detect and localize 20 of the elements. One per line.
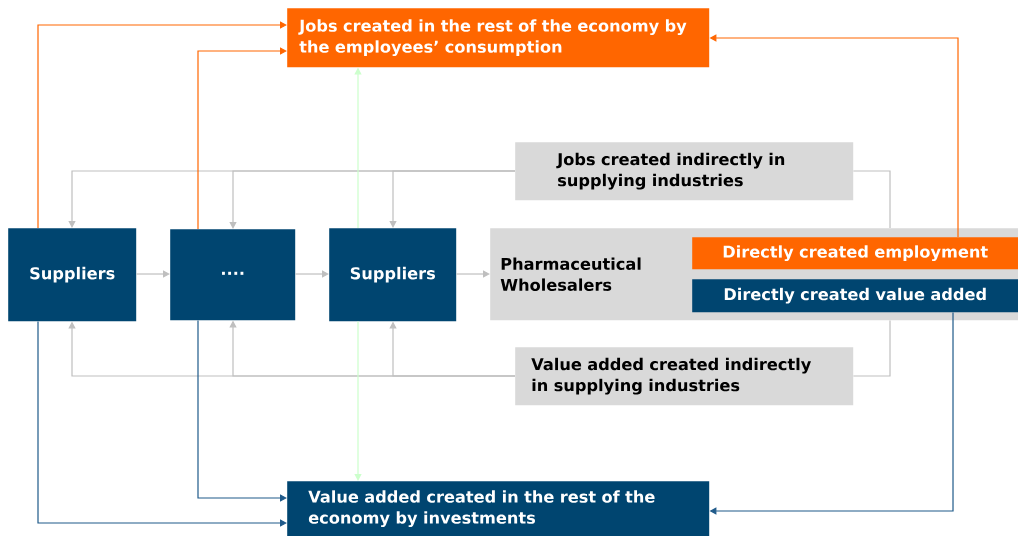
arrow xyxy=(197,47,287,230)
result-box: Value added created in the rest of the economy by investments xyxy=(287,481,710,536)
connector-line xyxy=(852,319,891,377)
info-box: Jobs created indirectly in supplying industries xyxy=(515,142,854,201)
arrow xyxy=(135,270,170,278)
connector-line xyxy=(852,170,891,229)
process-box: Suppliers xyxy=(8,228,137,322)
arrow xyxy=(37,320,287,527)
info-box: Value added created indirectly in supplying industries xyxy=(515,347,854,406)
arrow xyxy=(37,21,287,229)
effect-box: Directly created value added xyxy=(692,279,1018,313)
effect-box: Directly created employment xyxy=(692,237,1018,270)
arrow xyxy=(455,270,490,278)
result-box: Jobs created in the rest of the economy by the employees’ consumption xyxy=(287,8,710,68)
process-box: Suppliers xyxy=(329,228,457,322)
arrow xyxy=(197,319,287,502)
process-box: .... xyxy=(170,229,296,321)
arrow xyxy=(294,270,329,278)
arrow xyxy=(389,170,516,228)
arrow xyxy=(354,320,362,481)
